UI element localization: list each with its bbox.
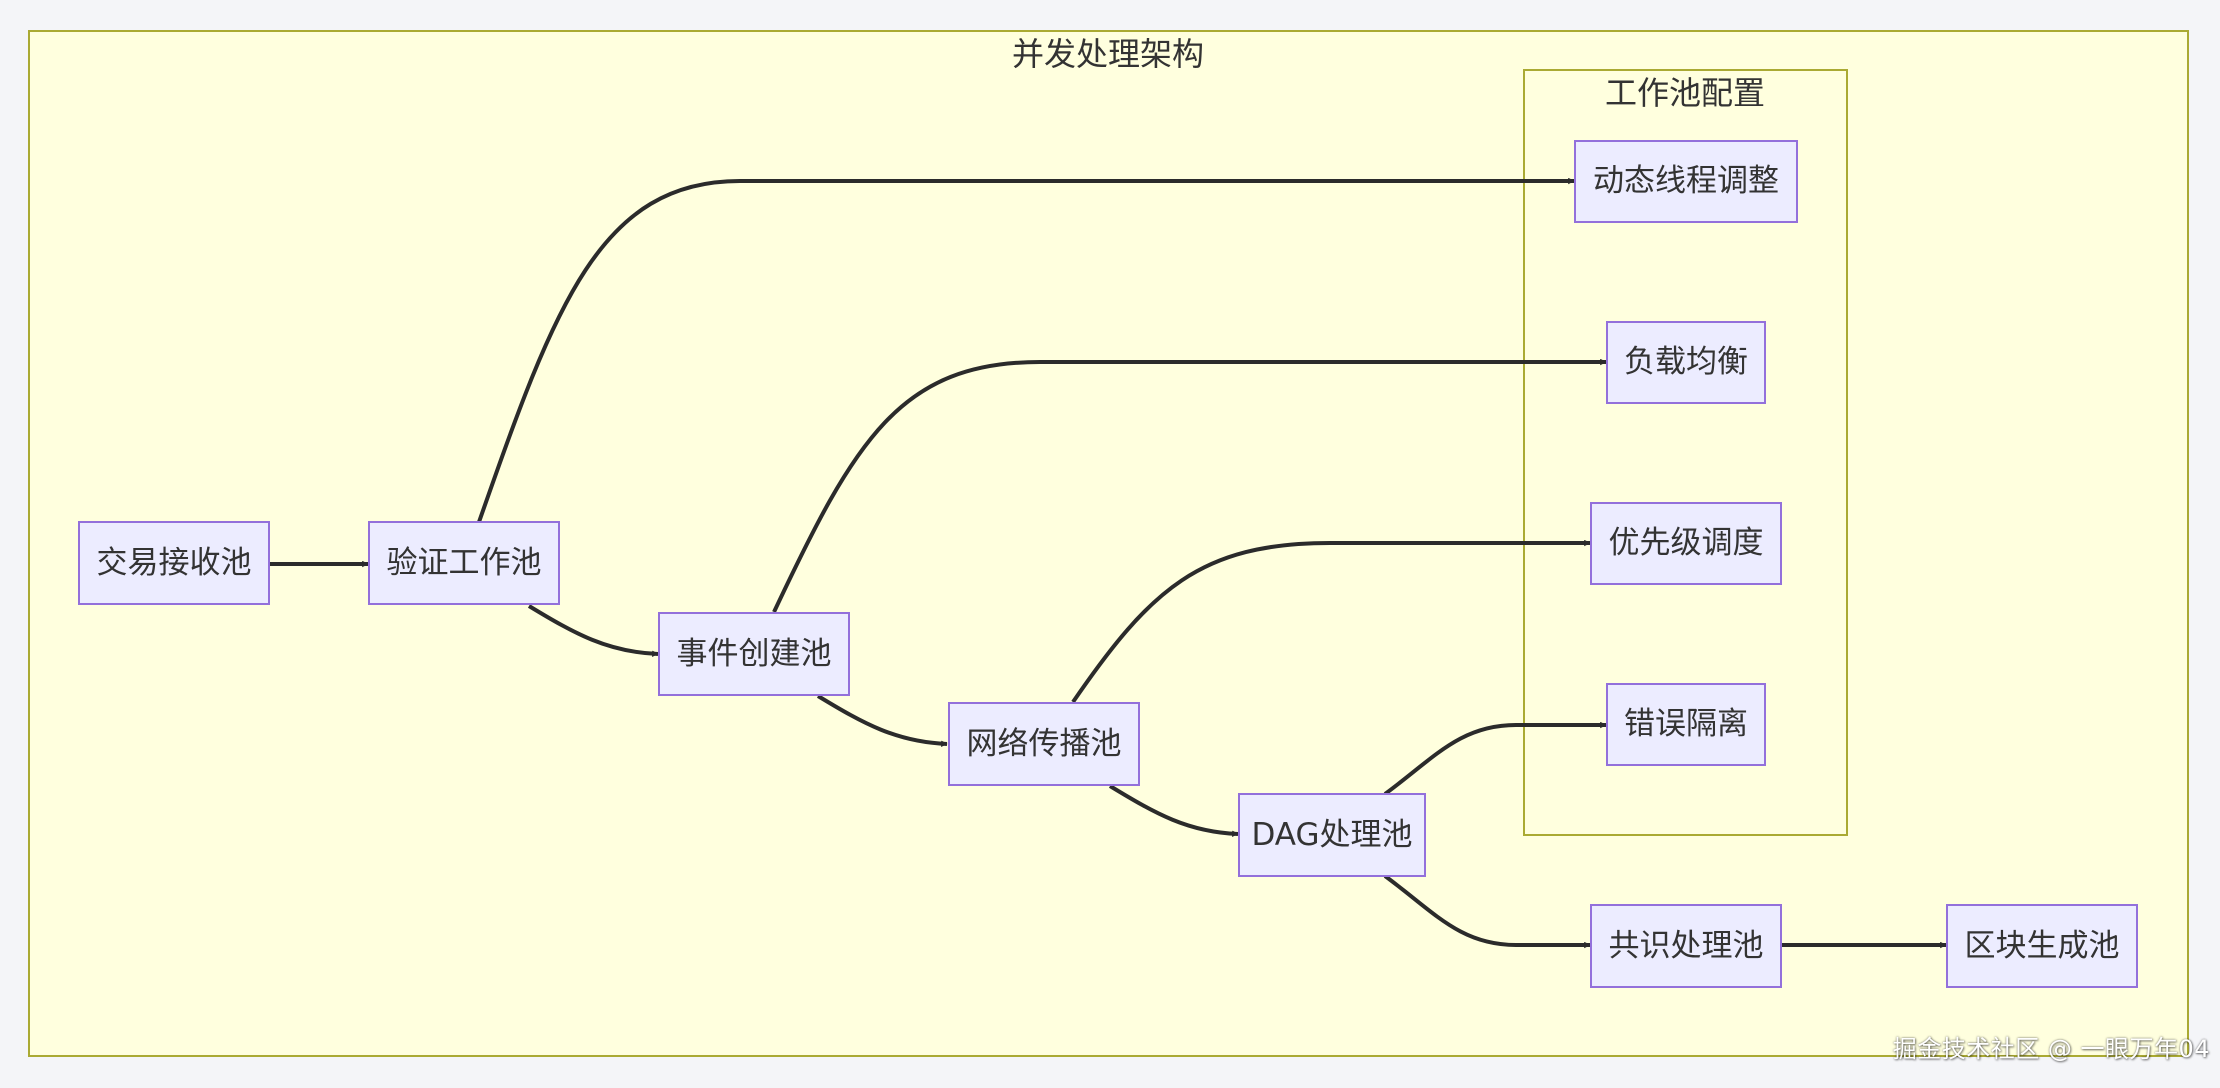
node-label: 动态线程调整 (1593, 163, 1779, 199)
node-receive-pool[interactable]: 交易接收池 (78, 521, 270, 605)
node-label: 交易接收池 (97, 545, 252, 581)
node-label: 共识处理池 (1609, 928, 1764, 964)
node-label: 优先级调度 (1609, 525, 1764, 561)
edge-verify-to-thread-adjust (477, 177, 1575, 523)
edge-network-to-priority (1071, 539, 1591, 704)
node-label: 验证工作池 (387, 545, 542, 581)
diagram-title: 并发处理架构 (1012, 35, 1204, 73)
node-label: 区块生成池 (1965, 928, 2120, 964)
node-dag-pool[interactable]: DAG处理池 (1238, 793, 1426, 877)
edge-event-to-load-balance (772, 358, 1607, 613)
config-group-title: 工作池配置 (1605, 74, 1765, 112)
edge-dag-to-error-isolation (1383, 721, 1607, 796)
node-load-balance[interactable]: 负载均衡 (1606, 321, 1766, 404)
node-priority-scheduling[interactable]: 优先级调度 (1590, 502, 1782, 585)
node-error-isolation[interactable]: 错误隔离 (1606, 683, 1766, 766)
node-thread-adjust[interactable]: 动态线程调整 (1574, 140, 1798, 223)
cluster-concurrency-architecture: 并发处理架构 (28, 30, 2189, 1057)
node-label: 负载均衡 (1624, 344, 1748, 380)
edge-event-to-network (816, 694, 948, 748)
edge-dag-to-consensus (1383, 874, 1591, 949)
node-label: DAG处理池 (1251, 817, 1412, 853)
node-label: 错误隔离 (1624, 706, 1748, 742)
node-network-pool[interactable]: 网络传播池 (948, 702, 1140, 786)
node-label: 事件创建池 (677, 636, 832, 672)
node-verify-pool[interactable]: 验证工作池 (368, 521, 560, 605)
watermark: 掘金技术社区 @ 一眼万年04 (1892, 1035, 2210, 1063)
edges (270, 177, 1947, 949)
node-label: 网络传播池 (967, 726, 1122, 762)
node-block-pool[interactable]: 区块生成池 (1946, 904, 2138, 988)
edge-verify-to-event (527, 604, 659, 658)
edge-network-to-dag (1108, 784, 1239, 838)
node-consensus-pool[interactable]: 共识处理池 (1590, 904, 1782, 988)
node-event-pool[interactable]: 事件创建池 (658, 612, 850, 696)
